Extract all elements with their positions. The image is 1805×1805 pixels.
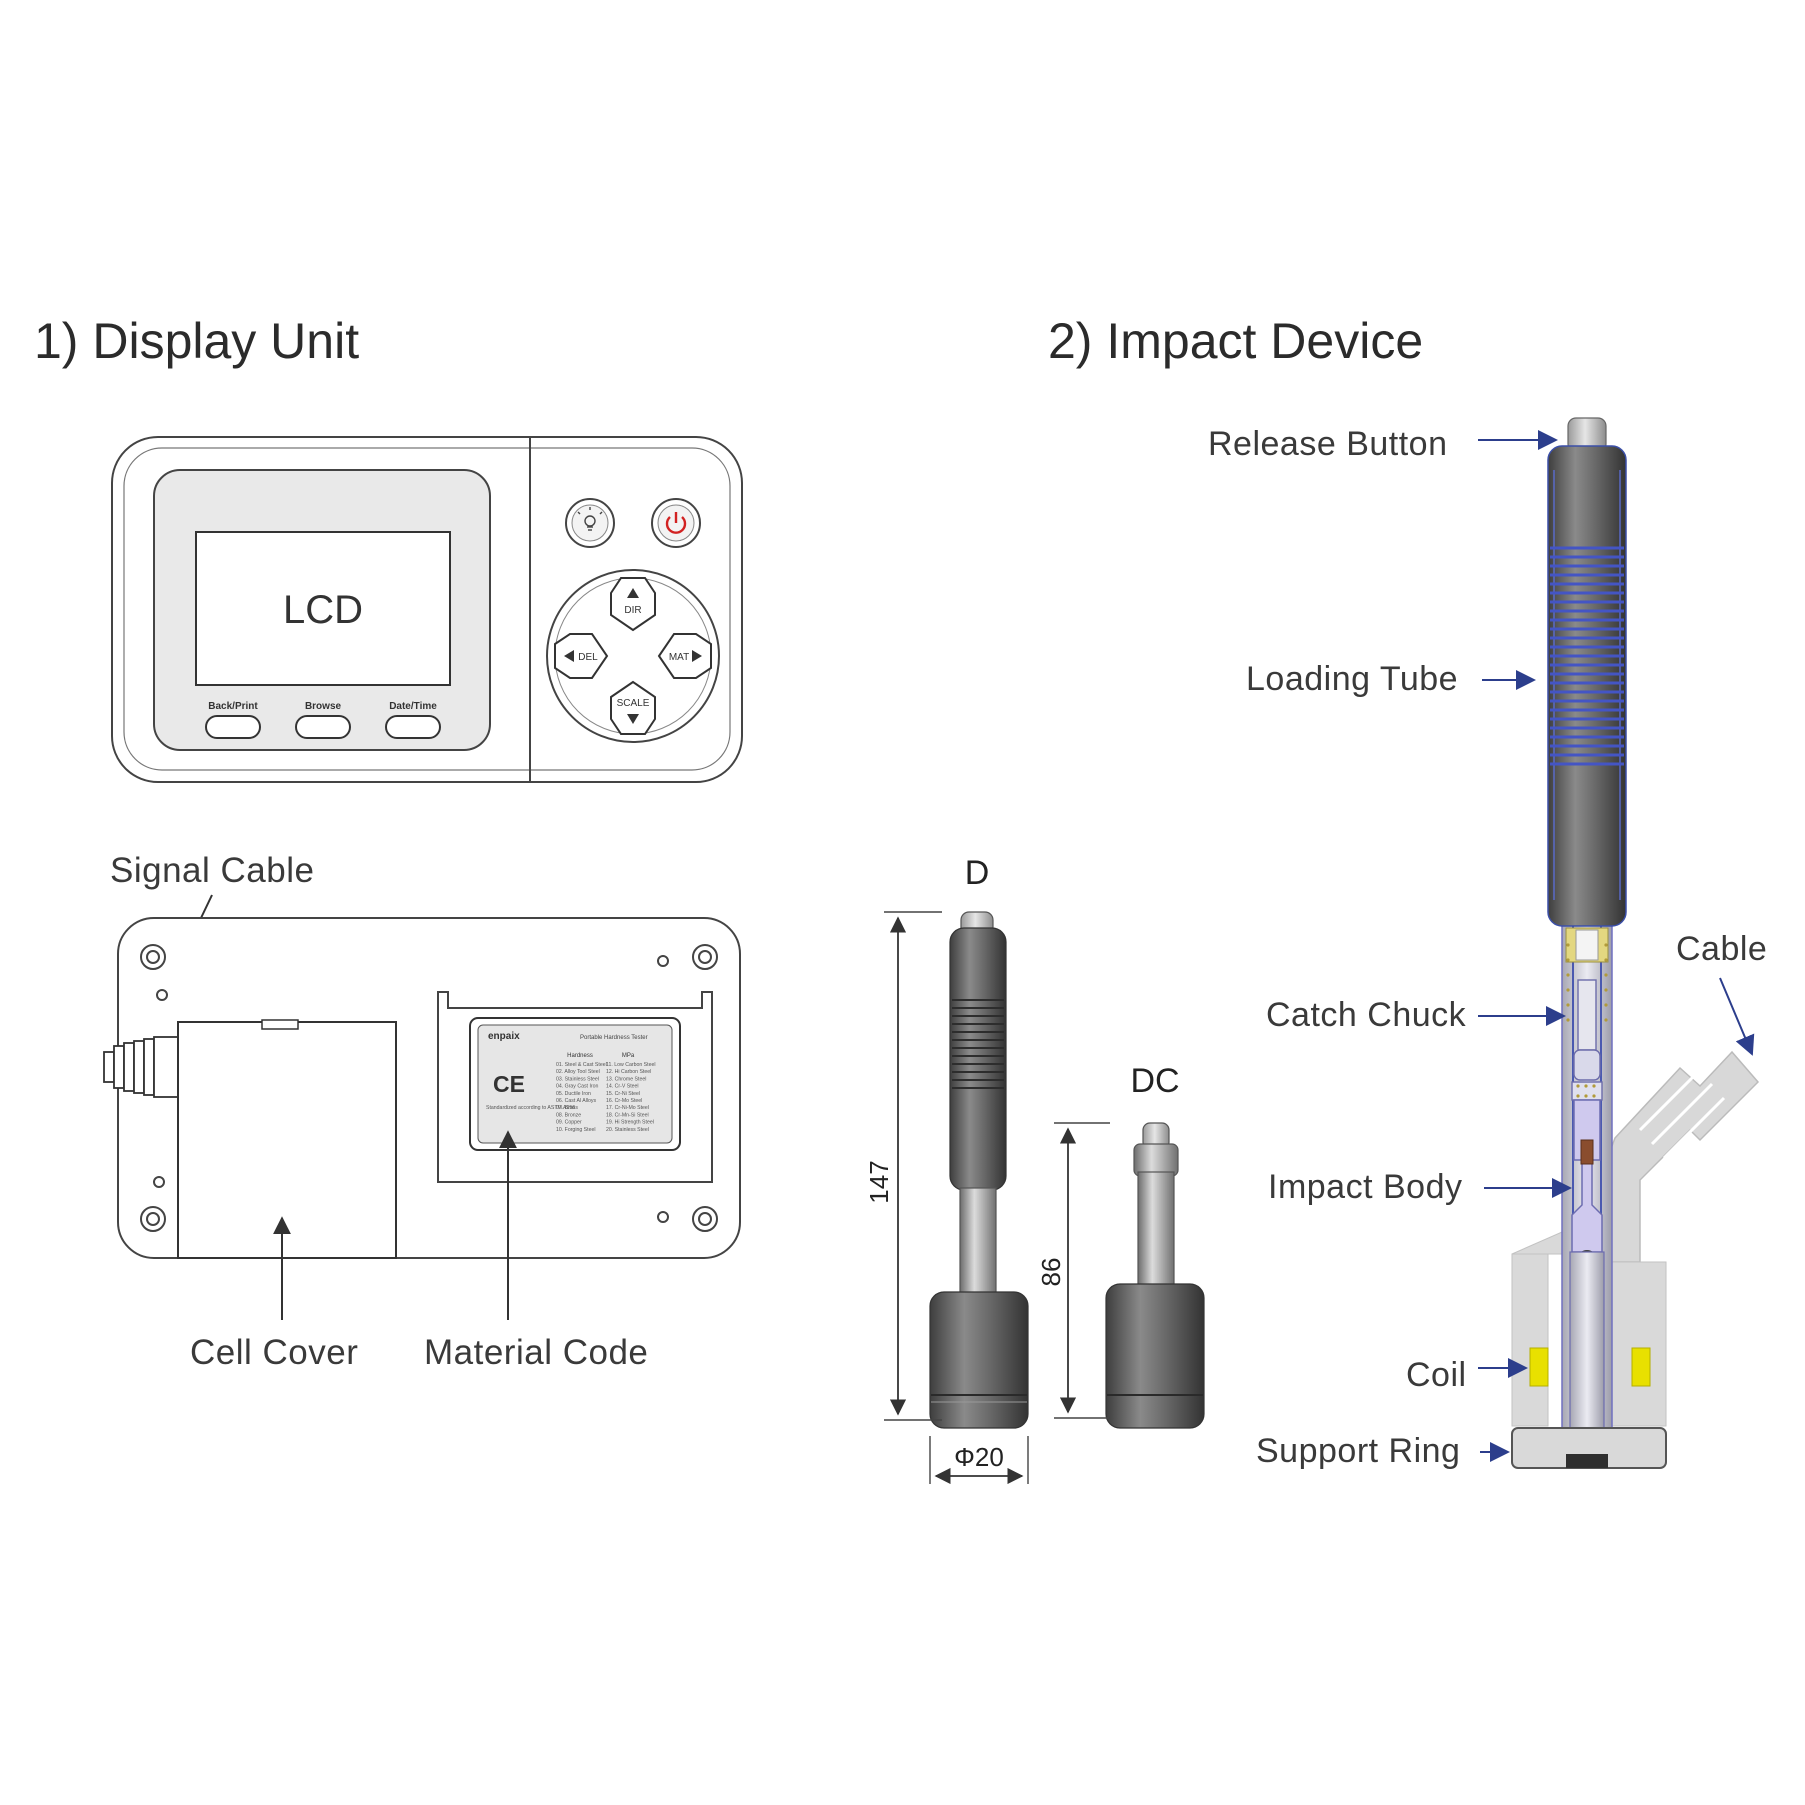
plate-material-item: 05. Ductile Iron xyxy=(556,1091,591,1097)
support-ring-label: Support Ring xyxy=(1256,1432,1460,1470)
plate-material-item: 08. Bronze xyxy=(556,1112,581,1118)
display-unit-rear: enpaix Portable Hardness Tester CE Stand… xyxy=(103,917,741,1259)
plate-material-item: 14. Cr-V Steel xyxy=(606,1084,639,1090)
impact-body-label: Impact Body xyxy=(1268,1168,1462,1206)
date-time-label: Date/Time xyxy=(389,701,437,712)
probe-d-length: 147 xyxy=(864,1160,894,1203)
cable-label: Cable xyxy=(1676,930,1767,968)
dir-key-label: DIR xyxy=(624,605,641,616)
plate-brand: enpaix xyxy=(488,1031,520,1042)
plate-material-item: 17. Cr-Ni-Mo Steel xyxy=(606,1105,649,1111)
probe-d xyxy=(929,911,1029,1429)
plate-standard: Standardized according to ASTM A956 xyxy=(486,1105,575,1111)
plate-material-item: 02. Alloy Tool Steel xyxy=(556,1069,600,1075)
plate-material-item: 04. Gray Cast Iron xyxy=(556,1084,598,1090)
back-print-label: Back/Print xyxy=(208,701,258,712)
up-arrow-icon xyxy=(627,588,639,598)
dimension-86 xyxy=(1054,1122,1110,1419)
cell-cover-label: Cell Cover xyxy=(190,1333,358,1372)
plate-material-item: 13. Chrome Steel xyxy=(606,1076,646,1082)
plate-material-item: 01. Steel & Cast Steel xyxy=(556,1062,607,1068)
plate-col-hardness: Hardness xyxy=(567,1053,593,1059)
right-arrow-icon xyxy=(692,650,702,662)
signal-cable-label: Signal Cable xyxy=(110,851,314,890)
plate-material-item: 12. Hi Carbon Steel xyxy=(606,1069,651,1075)
cell-cover[interactable] xyxy=(177,1021,397,1259)
plate-material-item: 07. Brass xyxy=(556,1105,578,1111)
lcd-label: LCD xyxy=(283,588,363,632)
mat-key[interactable] xyxy=(657,633,712,679)
back-print-button[interactable] xyxy=(205,715,261,739)
dimension-d20 xyxy=(929,1436,1029,1485)
loading-tube-label: Loading Tube xyxy=(1246,660,1458,698)
plate-material-item: 20. Stainless Steel xyxy=(606,1127,649,1133)
bulb-icon xyxy=(577,507,603,531)
plate-material-item: 06. Cast Al Alloys xyxy=(556,1098,596,1104)
date-time-button[interactable] xyxy=(385,715,441,739)
browse-label: Browse xyxy=(305,701,342,712)
probe-dc-length: 86 xyxy=(1036,1258,1066,1287)
dir-key[interactable] xyxy=(610,577,656,632)
ce-mark: CE xyxy=(493,1071,525,1097)
coil-right xyxy=(1631,1347,1651,1387)
plate-col-mpa: MPa xyxy=(622,1053,635,1059)
dimension-147 xyxy=(884,911,942,1421)
del-key-label: DEL xyxy=(578,652,598,663)
plate-material-item: 18. Cr-Mn-Si Steel xyxy=(606,1112,649,1118)
release-button-label: Release Button xyxy=(1208,425,1448,463)
coil-left xyxy=(1529,1347,1549,1387)
signal-cable-connector xyxy=(103,1036,179,1098)
keypad-ring xyxy=(546,569,720,743)
cable-pointer xyxy=(1719,977,1755,1056)
coil-label: Coil xyxy=(1406,1356,1467,1394)
plate-material-item: 15. Cr-Ni Steel xyxy=(606,1091,640,1097)
catch-chuck-label: Catch Chuck xyxy=(1266,996,1467,1034)
left-arrow-icon xyxy=(564,650,574,662)
plate-product: Portable Hardness Tester xyxy=(580,1035,648,1041)
probe-dc-name: DC xyxy=(1130,1062,1179,1100)
probe-dc xyxy=(1105,1122,1205,1429)
scale-key-label: SCALE xyxy=(617,698,650,709)
mat-key-label: MAT xyxy=(669,652,689,663)
browse-button[interactable] xyxy=(295,715,351,739)
probe-d-diameter: Φ20 xyxy=(954,1442,1004,1472)
plate-material-item: 11. Low Carbon Steel xyxy=(606,1062,656,1068)
plate-material-item: 03. Stainless Steel xyxy=(556,1076,599,1082)
plate-material-item: 16. Cr-Mo Steel xyxy=(606,1098,642,1104)
backlight-button[interactable] xyxy=(565,498,615,548)
down-arrow-icon xyxy=(627,714,639,724)
del-key[interactable] xyxy=(554,633,609,679)
plate-material-item: 10. Forging Steel xyxy=(556,1127,596,1133)
plate-material-item: 19. Hi Strength Steel xyxy=(606,1120,654,1126)
plate-material-item: 09. Copper xyxy=(556,1120,582,1126)
scale-key[interactable] xyxy=(610,680,656,735)
display-unit-front: LCD Back/Print Browse Date/Time xyxy=(111,436,743,783)
display-unit-heading: 1) Display Unit xyxy=(34,313,359,369)
lcd-screen xyxy=(195,531,451,686)
probe-d-name: D xyxy=(965,854,990,892)
impact-device-heading: 2) Impact Device xyxy=(1048,313,1423,369)
material-code-label: Material Code xyxy=(424,1333,648,1372)
power-icon xyxy=(665,512,687,534)
